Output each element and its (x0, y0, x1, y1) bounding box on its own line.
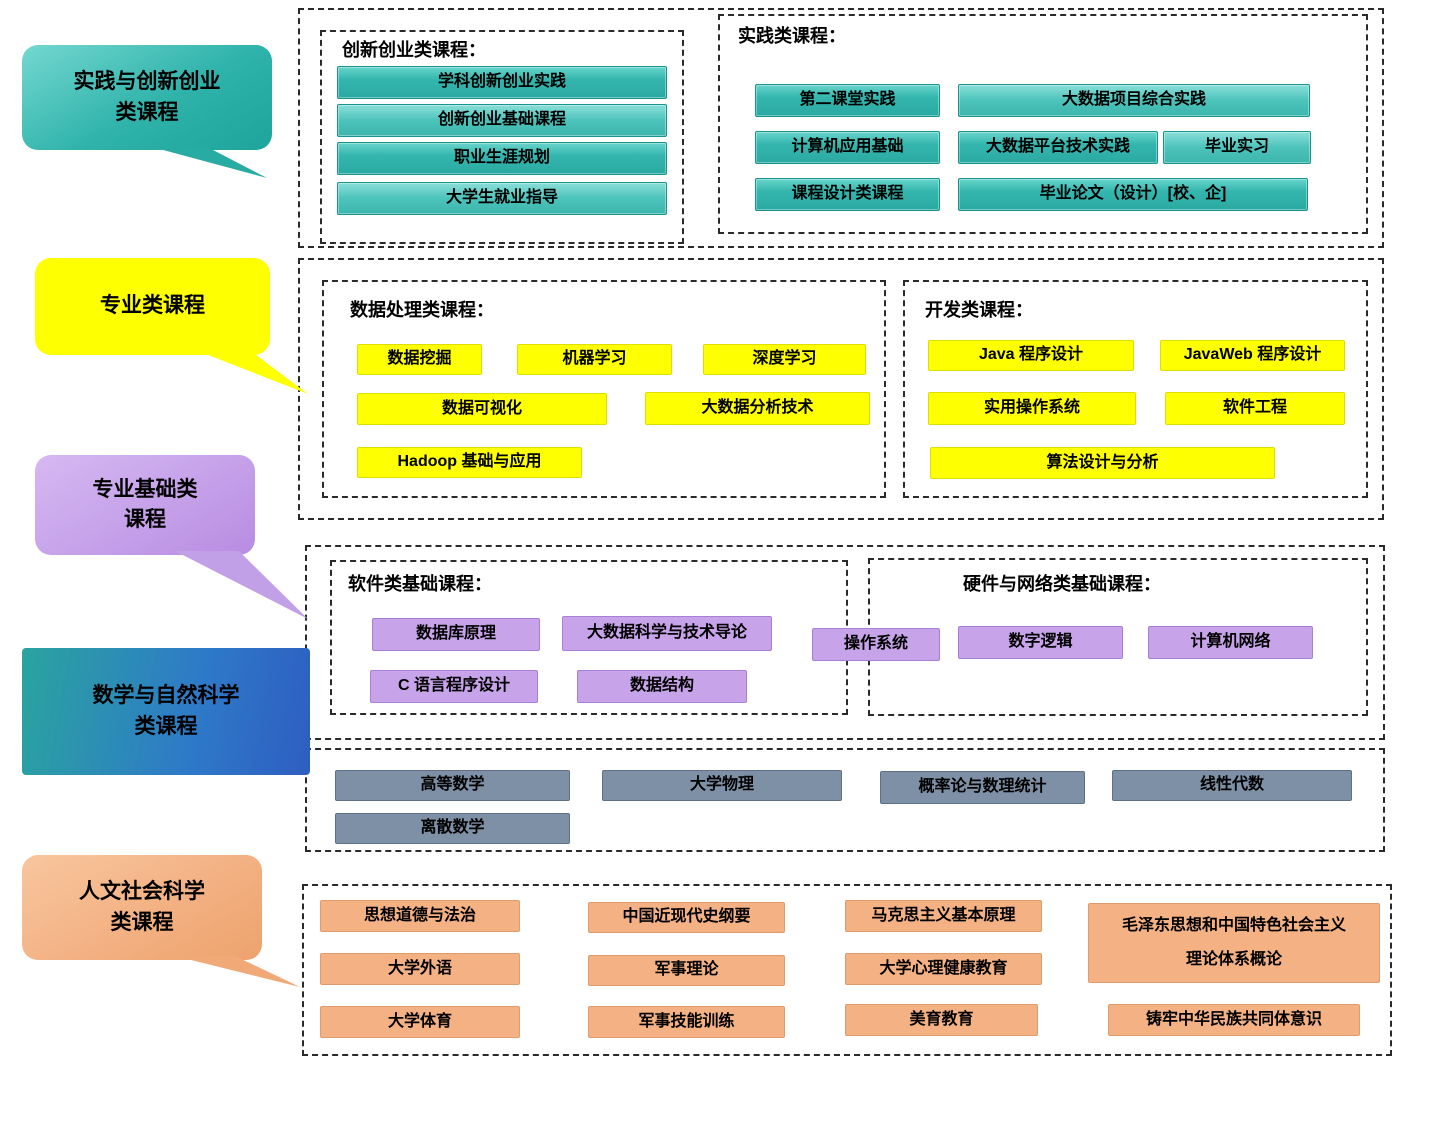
course-box: 数据可视化 (357, 393, 607, 425)
course-box: Java 程序设计 (928, 340, 1134, 371)
course-box: 大学体育 (320, 1006, 520, 1038)
course-box: 铸牢中华民族共同体意识 (1108, 1004, 1360, 1036)
course-box: 大数据项目综合实践 (958, 84, 1310, 117)
course-box: 大学外语 (320, 953, 520, 985)
section-title-innovation: 创新创业类课程： (342, 40, 486, 60)
group-frame-math-science (305, 748, 1385, 852)
section-title-software-basic: 软件类基础课程： (348, 574, 492, 594)
group-frame-humanities (302, 884, 1392, 1056)
course-box: 数据结构 (577, 670, 747, 703)
subframe-practice (718, 14, 1368, 234)
subframe-development (903, 280, 1368, 498)
course-box: 大学生就业指导 (337, 182, 667, 215)
course-box: 算法设计与分析 (930, 447, 1275, 479)
callout-professional: 专业类课程 (35, 258, 270, 355)
callout-math-science: 数学与自然科学 类课程 (22, 648, 310, 775)
course-box: 数字逻辑 (958, 626, 1123, 659)
section-title-data-processing: 数据处理类课程： (350, 300, 494, 320)
course-box: 计算机应用基础 (755, 131, 940, 164)
course-box: 毕业论文（设计）[校、企] (958, 178, 1308, 211)
course-box: 第二课堂实践 (755, 84, 940, 117)
course-box: 马克思主义基本原理 (845, 900, 1042, 932)
course-box: Hadoop 基础与应用 (357, 447, 582, 478)
course-box: 机器学习 (517, 344, 672, 375)
course-box: 大学心理健康教育 (845, 953, 1042, 985)
group-frame-practice-innovation (298, 8, 1384, 248)
group-frame-professional-basic (305, 545, 1385, 740)
course-box: 大数据分析技术 (645, 392, 870, 425)
course-box: 软件工程 (1165, 392, 1345, 425)
course-box: 数据库原理 (372, 618, 540, 651)
callout-tail (175, 956, 300, 987)
course-box: 概率论与数理统计 (880, 771, 1085, 804)
course-box: 毕业实习 (1163, 131, 1311, 164)
course-box: 思想道德与法治 (320, 900, 520, 932)
course-box: 美育教育 (845, 1004, 1038, 1036)
course-box: C 语言程序设计 (370, 670, 538, 703)
course-box: 大学物理 (602, 770, 842, 801)
section-title-development: 开发类课程： (925, 300, 1033, 320)
course-box: 毛泽东思想和中国特色社会主义 理论体系概论 (1088, 903, 1380, 983)
course-box: 中国近现代史纲要 (588, 902, 785, 933)
callout-humanities: 人文社会科学 类课程 (22, 855, 262, 960)
subframe-innovation (320, 30, 684, 244)
course-box: 军事技能训练 (588, 1006, 785, 1038)
course-box: 军事理论 (588, 955, 785, 986)
section-title-practice: 实践类课程： (738, 26, 846, 46)
subframe-data-processing (322, 280, 886, 498)
course-box: 操作系统 (812, 628, 940, 661)
course-box: 实用操作系统 (928, 392, 1136, 425)
callout-professional-basic: 专业基础类 课程 (35, 455, 255, 555)
callout-tail (152, 147, 267, 178)
section-title-hardware-network: 硬件与网络类基础课程： (963, 574, 1161, 594)
course-box: 计算机网络 (1148, 626, 1313, 659)
course-box: 高等数学 (335, 770, 570, 801)
callout-practice-innovation: 实践与创新创业 类课程 (22, 45, 272, 150)
course-box: 课程设计类课程 (755, 178, 940, 211)
course-box: 创新创业基础课程 (337, 104, 667, 137)
course-box: 数据挖掘 (357, 344, 482, 375)
course-box: 职业生涯规划 (337, 142, 667, 175)
course-box: 大数据平台技术实践 (958, 131, 1158, 164)
course-box: 学科创新创业实践 (337, 66, 667, 99)
course-box: 大数据科学与技术导论 (562, 616, 772, 651)
course-box: 线性代数 (1112, 770, 1352, 801)
callout-tail (175, 551, 308, 619)
callout-tail (198, 351, 308, 394)
course-box: 深度学习 (703, 344, 866, 375)
course-box: 离散数学 (335, 813, 570, 844)
course-box: JavaWeb 程序设计 (1160, 340, 1345, 371)
